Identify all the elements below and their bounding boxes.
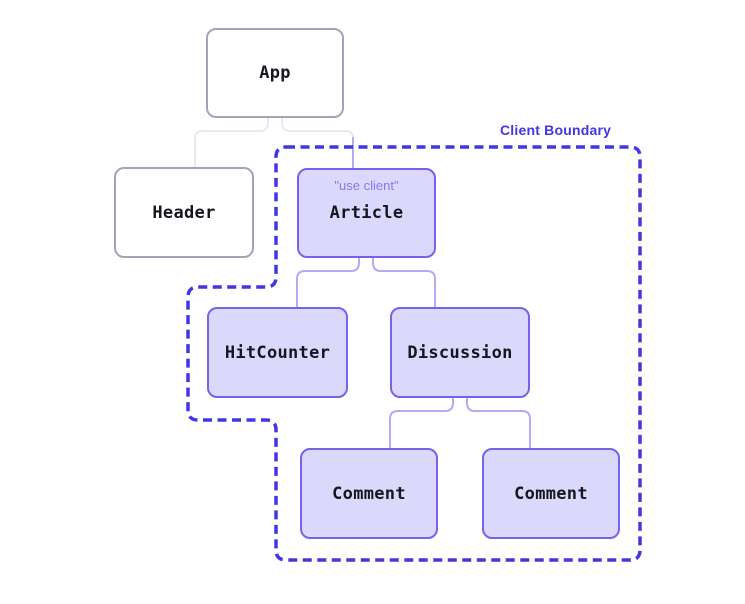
edge-app-article-upper	[281, 118, 354, 139]
node-hitcounter: HitCounter	[207, 307, 348, 398]
node-hitcounter-label: HitCounter	[224, 342, 331, 363]
edge-discussion-comment2	[466, 398, 531, 448]
node-app-label: App	[259, 63, 291, 83]
node-header: Header	[114, 167, 254, 258]
edge-article-hitcounter	[296, 258, 360, 307]
node-comment-2: Comment	[482, 448, 620, 539]
node-header-label: Header	[152, 202, 216, 223]
edge-article-discussion	[372, 258, 436, 307]
use-client-directive: "use client"	[334, 178, 399, 193]
client-boundary-label: Client Boundary	[500, 122, 612, 138]
node-comment-2-label: Comment	[514, 483, 588, 504]
node-app: App	[206, 28, 344, 118]
node-discussion-label: Discussion	[407, 342, 513, 363]
node-article-label: Article	[329, 203, 404, 223]
node-article: "use client" Article	[297, 168, 436, 258]
node-comment-1-label: Comment	[332, 483, 406, 504]
client-boundary-outline	[186, 145, 642, 562]
node-comment-1: Comment	[300, 448, 438, 539]
node-discussion: Discussion	[390, 307, 530, 398]
edge-app-header	[194, 118, 269, 167]
edge-discussion-comment1	[389, 398, 454, 448]
